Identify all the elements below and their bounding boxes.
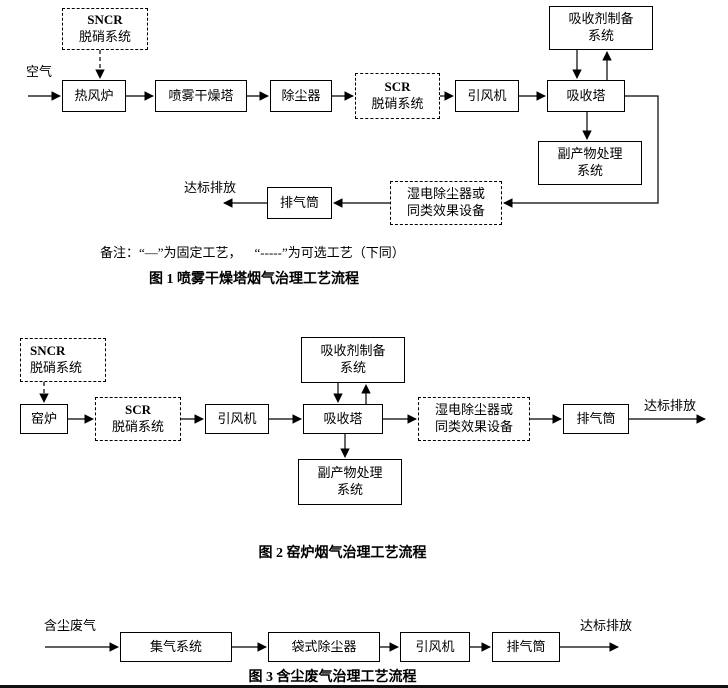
fig2-discharge-label: 达标排放: [644, 398, 697, 413]
figure3-caption: 图 3 含尘废气治理工艺流程: [248, 670, 417, 685]
fig2-scr-label-en: SCR: [124, 402, 151, 418]
fig2-absorbent-preparation-box: 吸收剂制备 系统: [301, 337, 405, 383]
fig1-scr-denitration-box: SCR 脱硝系统: [355, 73, 440, 119]
fig2-absorption-tower-box: 吸收塔: [303, 404, 383, 434]
fig1-discharge-label: 达标排放: [184, 180, 237, 195]
fig1-induced-draft-fan-box: 引风机: [455, 80, 519, 112]
figure1-caption: 图 1 喷雾干燥塔烟气治理工艺流程: [149, 272, 359, 287]
fig2-sncr-label-cn: 脱硝系统: [30, 360, 83, 375]
fig1-air-label: 空气: [26, 64, 53, 79]
fig1-scr-label-cn: 脱硝系统: [371, 96, 424, 111]
fig1-sncr-denitration-box: SNCR 脱硝系统: [62, 8, 148, 50]
fig3-dusty-gas-label: 含尘废气: [44, 618, 97, 633]
fig2-sncr-denitration-box: SNCR 脱硝系统: [20, 338, 106, 382]
fig2-scr-denitration-box: SCR 脱硝系统: [95, 397, 181, 441]
fig2-sncr-label-en: SNCR: [30, 343, 66, 359]
fig1-legend-note: 备注：“—”为固定工艺， “-----”为可选工艺（下同）: [100, 245, 405, 260]
fig3-gas-collection-box: 集气系统: [120, 632, 232, 662]
fig3-bag-filter-box: 袋式除尘器: [268, 632, 380, 662]
fig1-byproduct-treatment-box: 副产物处理 系统: [538, 141, 642, 185]
fig3-discharge-label: 达标排放: [580, 618, 633, 633]
fig1-spray-drying-tower-box: 喷雾干燥塔: [155, 80, 247, 112]
fig2-wet-esp-box: 湿电除尘器或 同类效果设备: [418, 397, 530, 441]
fig1-dust-collector-box: 除尘器: [270, 80, 332, 112]
fig1-hot-air-furnace-box: 热风炉: [62, 80, 126, 112]
fig1-wet-esp-box: 湿电除尘器或 同类效果设备: [390, 181, 502, 225]
fig1-sncr-label-en: SNCR: [87, 12, 123, 28]
fig1-scr-label-en: SCR: [384, 79, 411, 95]
fig1-sncr-label-cn: 脱硝系统: [78, 29, 131, 44]
fig2-stack-box: 排气筒: [563, 404, 629, 434]
figure2-caption: 图 2 窑炉烟气治理工艺流程: [258, 546, 427, 561]
fig3-induced-draft-fan-box: 引风机: [400, 632, 470, 662]
fig2-induced-draft-fan-box: 引风机: [205, 404, 269, 434]
fig2-kiln-box: 窑炉: [20, 404, 68, 434]
fig2-scr-label-cn: 脱硝系统: [111, 419, 164, 434]
page-bottom-edge: [0, 685, 728, 688]
fig3-stack-box: 排气筒: [492, 632, 560, 662]
fig2-byproduct-treatment-box: 副产物处理 系统: [298, 459, 402, 505]
fig1-absorbent-preparation-box: 吸收剂制备 系统: [549, 6, 653, 50]
fig1-absorption-tower-box: 吸收塔: [547, 80, 625, 112]
fig1-stack-box: 排气筒: [267, 187, 332, 219]
